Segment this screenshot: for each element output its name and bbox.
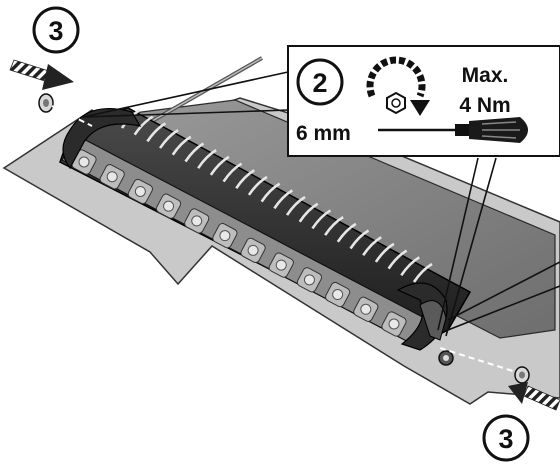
led-lens-center xyxy=(106,171,118,183)
right-axis-guide xyxy=(439,347,517,373)
step-3-bottom-badge xyxy=(482,414,530,462)
led-lens-center xyxy=(191,215,203,227)
led-lens-center xyxy=(275,259,287,271)
led-lens-center xyxy=(332,289,344,301)
led-lens-center xyxy=(78,156,90,168)
heat-sink-fin xyxy=(336,222,357,243)
heat-sink-fin xyxy=(374,242,395,263)
hex-bolt-icon xyxy=(386,91,406,115)
step-3-bottom-number: 3 xyxy=(498,424,513,454)
step-3-top: 3 xyxy=(9,6,80,90)
heat-sink-fin xyxy=(260,182,281,203)
left-axis-guide xyxy=(51,105,93,127)
step-3-bottom: 3 xyxy=(482,382,560,462)
heat-sink-fin xyxy=(273,189,294,210)
led-lens-center xyxy=(360,303,372,315)
clockwise-rotation-icon xyxy=(366,56,430,116)
torque-label-max: Max. xyxy=(462,64,509,87)
led-lens-center xyxy=(303,274,315,286)
led-lens-center xyxy=(219,230,231,242)
step-2-number: 2 xyxy=(312,68,327,98)
heat-sink-fin xyxy=(400,256,420,277)
step-2-badge xyxy=(296,58,344,106)
callout-leaders xyxy=(82,71,560,337)
step-3-top-badge xyxy=(32,6,80,54)
screwdriver-icon xyxy=(378,117,528,143)
heat-sink-fin xyxy=(285,195,306,216)
tool-size-label: 6 mm xyxy=(296,122,351,145)
heat-sink-fin xyxy=(171,135,192,156)
heat-sink-fin xyxy=(298,202,319,223)
bracket-boss-inner xyxy=(443,355,449,361)
heat-sink-fin xyxy=(235,169,255,189)
long-bolt-highlight xyxy=(139,57,263,129)
heat-sink-fin xyxy=(222,162,243,183)
heat-sink-fin xyxy=(133,115,154,136)
heat-sink-fin xyxy=(387,249,408,270)
push-arrow-icon-bottom xyxy=(508,382,560,411)
led-lens-center xyxy=(163,200,175,212)
heat-sink-fin xyxy=(146,122,167,143)
push-arrow-icon-top xyxy=(9,59,74,90)
heat-sink-fin xyxy=(184,142,205,163)
heat-sink-fin xyxy=(324,216,344,236)
left-end-cap xyxy=(62,108,142,170)
heat-sink-fin xyxy=(349,229,370,250)
torque-callout: 2 Max. 4 Nm 6 mm xyxy=(287,45,560,157)
led-row xyxy=(71,149,407,337)
left-screw-icon xyxy=(38,93,54,113)
heat-sink-fin xyxy=(412,262,433,283)
led-lens-center xyxy=(388,318,400,330)
led-lens-center xyxy=(134,185,146,197)
right-screw-icon xyxy=(514,366,530,384)
heat-sink-fin xyxy=(247,175,268,196)
heat-sink-fin xyxy=(209,155,230,176)
right-side-bracket xyxy=(419,300,447,341)
heat-sink-fin xyxy=(311,209,332,230)
heat-sink-fin xyxy=(362,236,382,256)
led-lens-center xyxy=(247,244,259,256)
heat-sink-fin xyxy=(197,149,217,169)
torque-label-value: 4 Nm xyxy=(459,94,510,117)
step-3-top-number: 3 xyxy=(48,16,63,46)
heat-sink-fin xyxy=(159,128,179,149)
